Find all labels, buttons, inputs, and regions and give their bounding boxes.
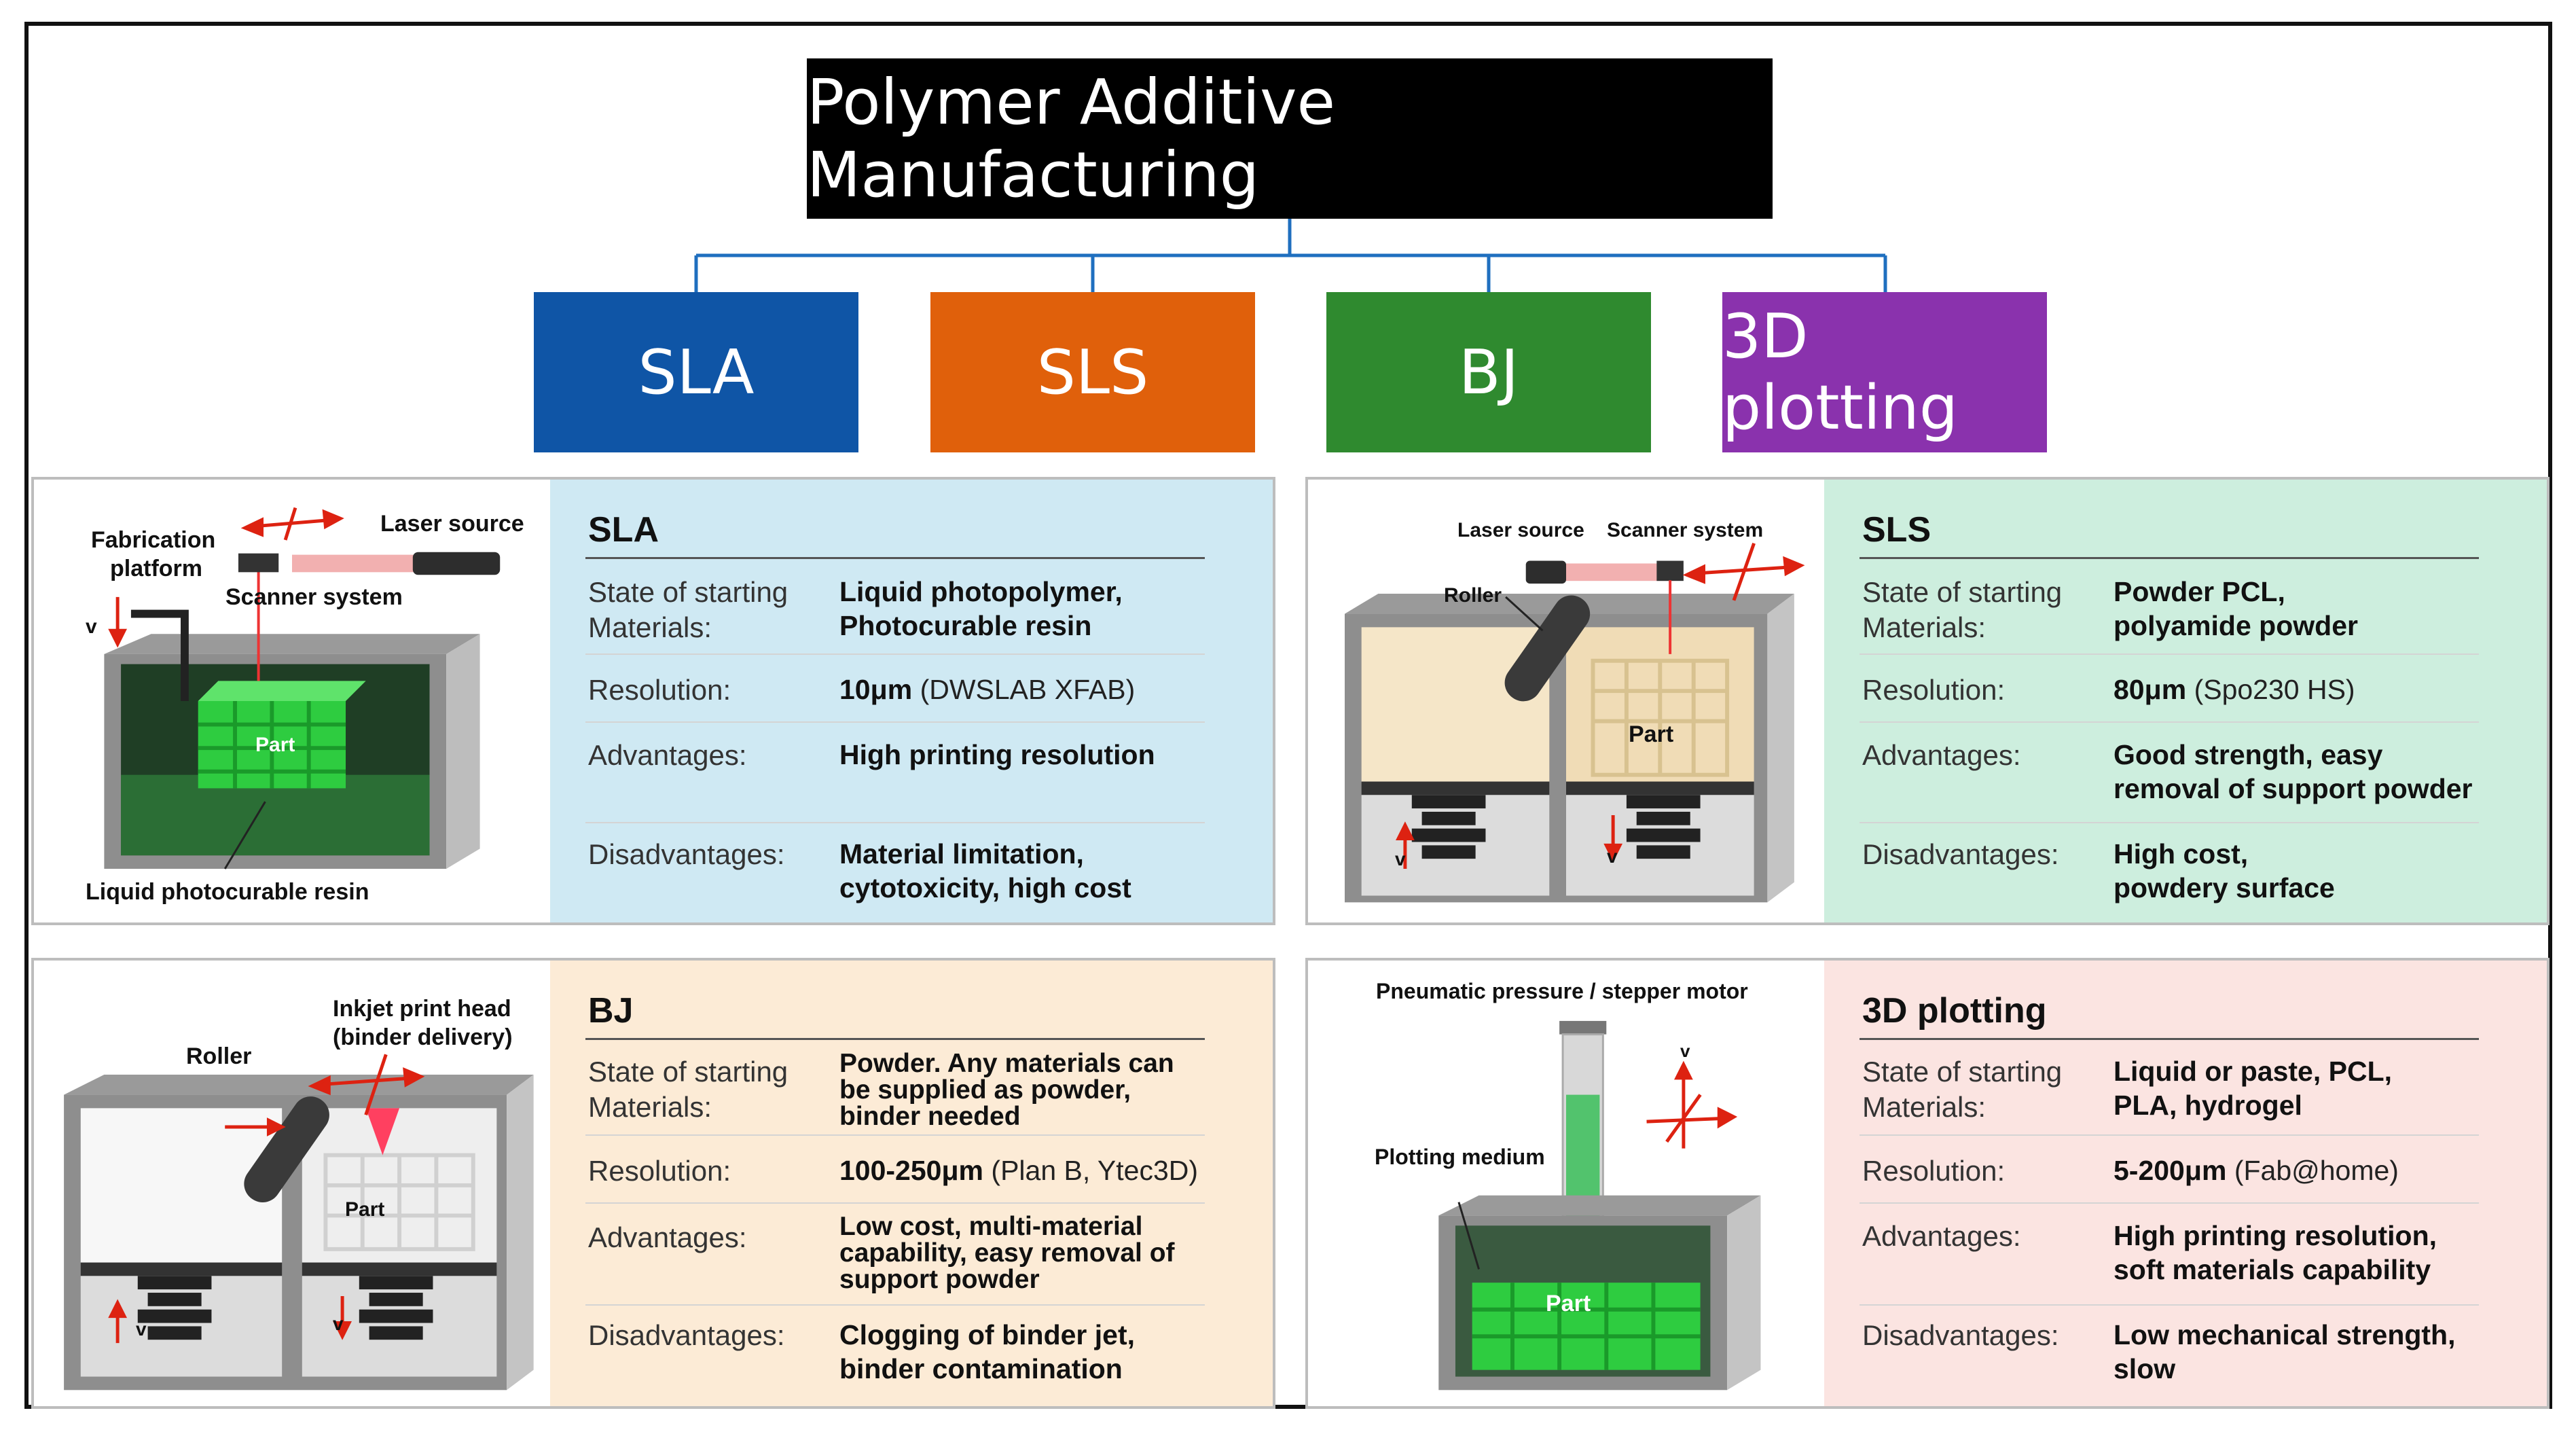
row-divider: [1860, 1202, 2479, 1204]
annotation-plotting-medium: Plotting medium: [1375, 1145, 1545, 1169]
bj-illustration: [64, 1054, 534, 1391]
disadvantages-label: Disadvantages:: [588, 838, 785, 870]
category-3d-plotting: 3D plotting: [1722, 292, 2047, 452]
bj-disadvantages-value: Clogging of binder jet,binder contaminat…: [839, 1319, 1136, 1384]
resolution-label: Resolution:: [1862, 1155, 2006, 1187]
row-divider: [585, 822, 1205, 823]
annotation-velocity-left: v: [1395, 848, 1406, 870]
annotation-scanner-system: Scanner system: [225, 584, 403, 610]
category-sla: SLA: [534, 292, 858, 452]
annotation-laser-source: Laser source: [1457, 519, 1584, 541]
annotation-velocity-right: v: [1607, 846, 1618, 867]
plotting-state-value: Liquid or paste, PCL,PLA, hydrogel: [2114, 1056, 2393, 1121]
disadvantages-label: Disadvantages:: [588, 1319, 785, 1351]
disadvantages-label: Disadvantages:: [1862, 838, 2059, 870]
panel-sls: Laser source Scanner system Roller Part …: [1305, 477, 2550, 925]
advantages-label: Advantages:: [1862, 1220, 2021, 1252]
sla-state-value: Liquid photopolymer,Photocurable resin: [839, 576, 1123, 641]
sls-resolution-value: 80μm (Spo230 HS): [2114, 674, 2355, 705]
row-divider: [585, 1202, 1205, 1204]
row-divider: [1860, 1304, 2479, 1306]
row-divider: [1860, 721, 2479, 723]
row-divider: [585, 653, 1205, 655]
sla-disadvantages-value: Material limitation,cytotoxicity, high c…: [839, 838, 1131, 903]
disadvantages-label: Disadvantages:: [1862, 1319, 2059, 1351]
panel-3d-plotting: Pneumatic pressure / stepper motor v Plo…: [1305, 958, 2550, 1409]
resolution-label: Resolution:: [1862, 674, 2006, 706]
advantages-label: Advantages:: [1862, 739, 2021, 771]
panel-bj: Inkjet print head (binder delivery) Roll…: [31, 958, 1275, 1409]
annotation-velocity: v: [86, 615, 97, 638]
row-divider: [585, 1134, 1205, 1136]
title-rule: [1860, 1038, 2479, 1040]
annotation-roller: Roller: [1444, 584, 1502, 607]
resolution-label: Resolution:: [588, 674, 731, 706]
advantages-label: Advantages:: [588, 1221, 747, 1253]
annotation-part: Part: [1546, 1291, 1591, 1316]
annotation-part: Part: [255, 734, 295, 756]
annotation-velocity-left: v: [136, 1319, 147, 1340]
annotation-velocity-right: v: [333, 1313, 344, 1334]
annotation-liquid-resin: Liquid photocurable resin: [86, 879, 369, 905]
bj-resolution-value: 100-250μm (Plan B, Ytec3D): [839, 1155, 1199, 1186]
row-divider: [1860, 822, 2479, 823]
row-divider: [1860, 1134, 2479, 1136]
sla-panel-title: SLA: [588, 510, 659, 550]
annotation-fabrication-platform: Fabrication platform: [91, 527, 216, 581]
row-divider: [585, 721, 1205, 723]
sls-illustration: [1345, 543, 1805, 903]
sls-panel-title: SLS: [1862, 510, 1931, 550]
category-sls: SLS: [930, 292, 1255, 452]
diagram-title: Polymer Additive Manufacturing: [807, 58, 1773, 219]
annotation-part: Part: [345, 1198, 385, 1221]
tree-connector: [694, 219, 1887, 292]
panel-sla: Fabrication platform Laser source Scanne…: [31, 477, 1275, 925]
plotting-advantages-value: High printing resolution,soft materials …: [2114, 1220, 2437, 1285]
row-divider: [585, 1304, 1205, 1306]
plotting-illustration: [1438, 1020, 1761, 1391]
sls-disadvantages-value: High cost,powdery surface: [2114, 838, 2335, 903]
annotation-scanner-system: Scanner system: [1607, 519, 1764, 541]
annotation-roller: Roller: [186, 1043, 252, 1069]
title-rule: [1860, 557, 2479, 559]
sla-resolution-value: 10μm (DWSLAB XFAB): [839, 674, 1136, 705]
annotation-laser-source: Laser source: [380, 511, 524, 537]
sls-state-value: Powder PCL,polyamide powder: [2114, 576, 2358, 641]
annotation-velocity: v: [1680, 1041, 1690, 1061]
resolution-label: Resolution:: [588, 1155, 731, 1187]
title-rule: [585, 557, 1205, 559]
plotting-panel-title: 3D plotting: [1862, 991, 2047, 1030]
bj-panel-title: BJ: [588, 991, 634, 1030]
advantages-label: Advantages:: [588, 739, 747, 771]
plotting-disadvantages-value: Low mechanical strength,slow: [2114, 1319, 2456, 1384]
plotting-resolution-value: 5-200μm (Fab@home): [2114, 1155, 2399, 1186]
row-divider: [1860, 653, 2479, 655]
sla-advantages-value: High printing resolution: [839, 739, 1155, 770]
annotation-part: Part: [1629, 721, 1674, 747]
annotation-pneumatic-pressure: Pneumatic pressure / stepper motor: [1376, 979, 1748, 1003]
annotation-inkjet-print-head: Inkjet print head (binder delivery): [333, 996, 513, 1050]
category-bj: BJ: [1326, 292, 1651, 452]
sla-illustration: [104, 507, 501, 870]
title-rule: [585, 1038, 1205, 1040]
